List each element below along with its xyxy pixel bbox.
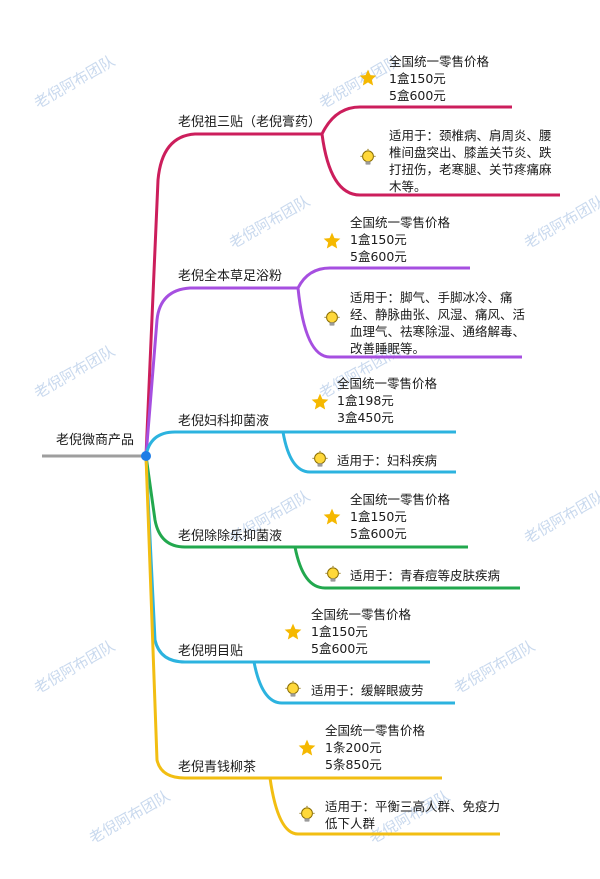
use-text-6: 适用于：平衡三高人群、免疫力低下人群 <box>325 799 501 831</box>
use-text-3: 适用于：妇科疾病 <box>337 453 438 468</box>
price-title-5: 全国统一零售价格 <box>311 607 412 622</box>
branch-title-1: 老倪祖三贴（老倪膏药） <box>178 115 322 130</box>
use-text-5: 适用于：缓解眼疲劳 <box>311 683 424 698</box>
use-text-2: 适用于：脚气、手脚冰冷、痛经、静脉曲张、风湿、痛风、活血理气、祛寒除湿、通络解毒… <box>350 290 526 356</box>
branch-connector-3 <box>144 430 283 457</box>
lightbulb-icon <box>299 805 315 822</box>
lightbulb-icon <box>285 680 301 697</box>
star-icon <box>284 623 302 640</box>
price-5b: 5盒600元 <box>311 641 368 656</box>
star-icon <box>359 69 377 86</box>
root-node-dot <box>141 451 151 461</box>
star-icon <box>298 739 316 756</box>
price-title-2: 全国统一零售价格 <box>350 215 451 230</box>
branch-title-2: 老倪全本草足浴粉 <box>178 269 283 284</box>
star-icon <box>323 232 341 249</box>
branch-title-6: 老倪青钱柳茶 <box>178 760 257 775</box>
price-2a: 1盒150元 <box>350 232 407 247</box>
star-icon <box>323 508 341 525</box>
lightbulb-icon <box>324 309 340 326</box>
lightbulb-icon <box>312 450 328 467</box>
use-connector-2 <box>296 287 522 359</box>
lightbulb-icon <box>325 565 341 582</box>
price-title-1: 全国统一零售价格 <box>389 54 490 69</box>
price-3b: 3盒450元 <box>337 410 394 425</box>
price-3a: 1盒198元 <box>337 393 394 408</box>
branch-title-4: 老倪除除乐抑菌液 <box>178 529 283 544</box>
price-5a: 1盒150元 <box>311 624 368 639</box>
price-1a: 1盒150元 <box>389 71 446 86</box>
branch-connector-6 <box>144 455 270 780</box>
branch-connector-4 <box>144 455 295 549</box>
use-connector-5 <box>252 661 455 705</box>
star-icon <box>311 393 329 410</box>
branch-title-3: 老倪妇科抑菌液 <box>178 414 270 429</box>
price-4a: 1盒150元 <box>350 509 407 524</box>
branch-connector-1 <box>144 132 322 457</box>
root-topic: 老倪微商产品 <box>56 433 135 448</box>
branch-connector-5 <box>144 455 254 664</box>
price-1b: 5盒600元 <box>389 88 446 103</box>
price-connector-1 <box>320 105 512 135</box>
price-title-3: 全国统一零售价格 <box>337 376 438 391</box>
price-title-4: 全国统一零售价格 <box>350 492 451 507</box>
use-connector-3 <box>281 431 456 474</box>
price-4b: 5盒600元 <box>350 526 407 541</box>
price-title-6: 全国统一零售价格 <box>325 723 426 738</box>
branch-title-5: 老倪明目贴 <box>178 644 244 659</box>
use-connector-4 <box>293 546 520 590</box>
price-connector-2 <box>296 266 470 289</box>
price-6b: 5条850元 <box>325 757 382 772</box>
lightbulb-icon <box>360 148 376 165</box>
price-6a: 1条200元 <box>325 740 382 755</box>
use-text-4: 适用于：青春痘等皮肤疾病 <box>350 568 501 583</box>
use-connector-1 <box>320 133 560 197</box>
use-connector-6 <box>268 777 500 836</box>
price-2b: 5盒600元 <box>350 249 407 264</box>
use-text-1: 适用于：颈椎病、肩周炎、腰椎间盘突出、膝盖关节炎、跌打扭伤，老寒腿、关节疼痛麻木… <box>389 128 552 194</box>
branch-connector-2 <box>144 286 298 457</box>
